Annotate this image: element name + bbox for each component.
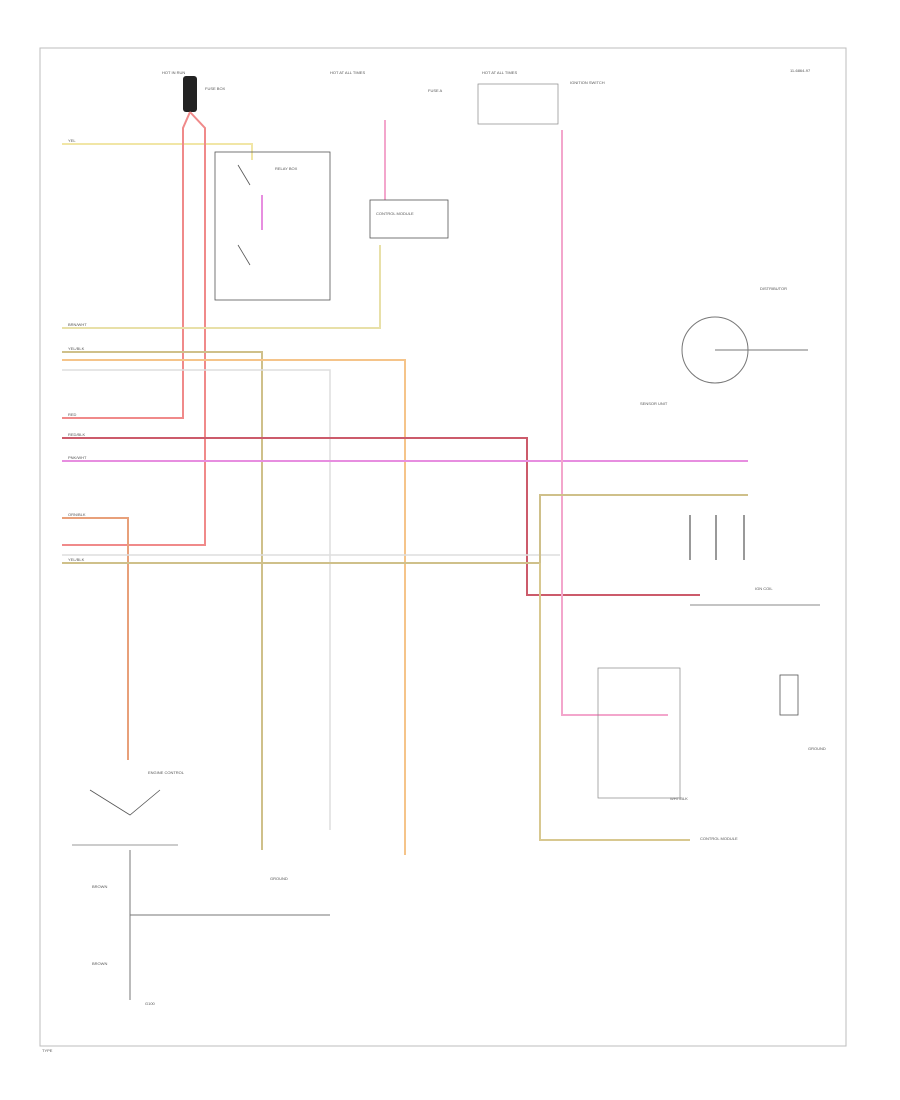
label-ignition-switch: IGNITION SWITCH — [570, 80, 605, 85]
label-hot-all: HOT AT ALL TIMES — [482, 70, 517, 75]
wire-pink-ignition — [561, 130, 668, 716]
label-relay: RELAY BOX — [275, 166, 298, 171]
label-hot-run: HOT IN RUN — [162, 70, 185, 75]
wire-label-brn-wht: BRN/WHT — [68, 322, 87, 327]
wire-brn-wht — [62, 245, 381, 329]
wire-tan-module — [539, 563, 690, 841]
wire-label-pnk-wht: PNK/WHT — [68, 455, 87, 460]
label-ground-bottom: G100 — [145, 1001, 156, 1006]
relay-switch-1 — [237, 164, 251, 186]
wire-label-wht-blk: WHT/BLK — [670, 796, 688, 801]
wire-label-yel-blk-2: YEL/BLK — [68, 557, 85, 562]
relay-switch-2 — [237, 244, 251, 266]
wire-yel-blk — [62, 351, 263, 850]
wire-label-brown-2: BROWN — [92, 961, 107, 966]
wire-label-red-blk: RED/BLK — [68, 432, 85, 437]
module-box — [369, 199, 449, 239]
label-distributor: DISTRIBUTOR — [760, 286, 787, 291]
wire-red-left — [62, 111, 191, 419]
label-ground-mid: GROUND — [270, 876, 288, 881]
label-fuse-box: FUSE BOX — [205, 86, 226, 91]
wire-yel-blk-lower — [62, 494, 748, 564]
label-module: CONTROL MODULE — [376, 211, 414, 216]
wire-red-right — [62, 111, 206, 546]
label-hot-run-mid: HOT AT ALL TIMES — [330, 70, 365, 75]
relay-box — [214, 151, 331, 301]
wire-orange — [62, 359, 406, 855]
wire-label-yel: YEL — [68, 138, 76, 143]
label-fuse-a: FUSE A — [428, 88, 443, 93]
fuse-block — [183, 76, 197, 112]
wire-orn-blk — [62, 517, 129, 760]
diagram-border — [39, 47, 847, 1047]
wire-yellow-top — [62, 143, 253, 160]
wire-label-red: RED — [68, 412, 77, 417]
lower-left-sensor — [89, 789, 161, 816]
wire-red-blk — [62, 437, 700, 596]
label-ground-right: GROUND — [808, 746, 826, 751]
right-connector-box — [597, 667, 681, 799]
label-sensor: SENSOR UNIT — [640, 401, 668, 406]
label-engine-ctrl: ENGINE CONTROL — [148, 770, 185, 775]
coil-body — [779, 674, 799, 716]
wire-grey-top — [62, 369, 331, 830]
label-ign-coil: IGN COIL — [755, 586, 773, 591]
footer-code: TYPE — [42, 1048, 53, 1053]
ignition-switch-block — [477, 83, 559, 125]
wire-label-yel-blk: YEL/BLK — [68, 346, 85, 351]
wire-label-orn-blk: ORN/BLK — [68, 512, 86, 517]
wire-label-brown: BROWN — [92, 884, 107, 889]
page-code: 11-6864-97 — [790, 68, 811, 73]
label-module-right: CONTROL MODULE — [700, 836, 738, 841]
